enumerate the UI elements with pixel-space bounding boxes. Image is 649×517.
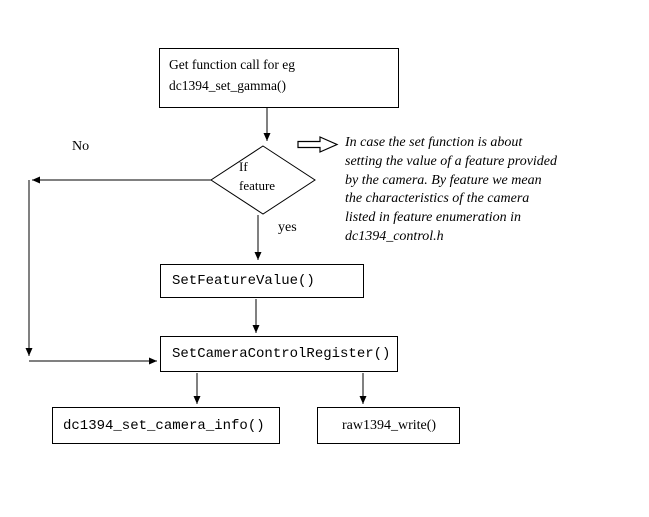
no-branch-label: No: [72, 139, 90, 154]
block-arrow-icon: [297, 136, 339, 153]
dc1394-set-camera-info-box: dc1394_set_camera_info(): [52, 407, 280, 444]
start-box: Get function call for eg dc1394_set_gamm…: [159, 48, 399, 108]
set-feature-value-box: SetFeatureValue(): [160, 264, 364, 298]
yes-branch-label: yes: [278, 220, 297, 235]
set-camera-control-register-box: SetCameraControlRegister(): [160, 336, 398, 372]
decision-diamond: [210, 145, 316, 215]
annotation-note: In case the set function is about settin…: [345, 135, 558, 244]
decision-label: If feature: [239, 159, 276, 193]
raw1394-write-box: raw1394_write(): [317, 407, 460, 444]
